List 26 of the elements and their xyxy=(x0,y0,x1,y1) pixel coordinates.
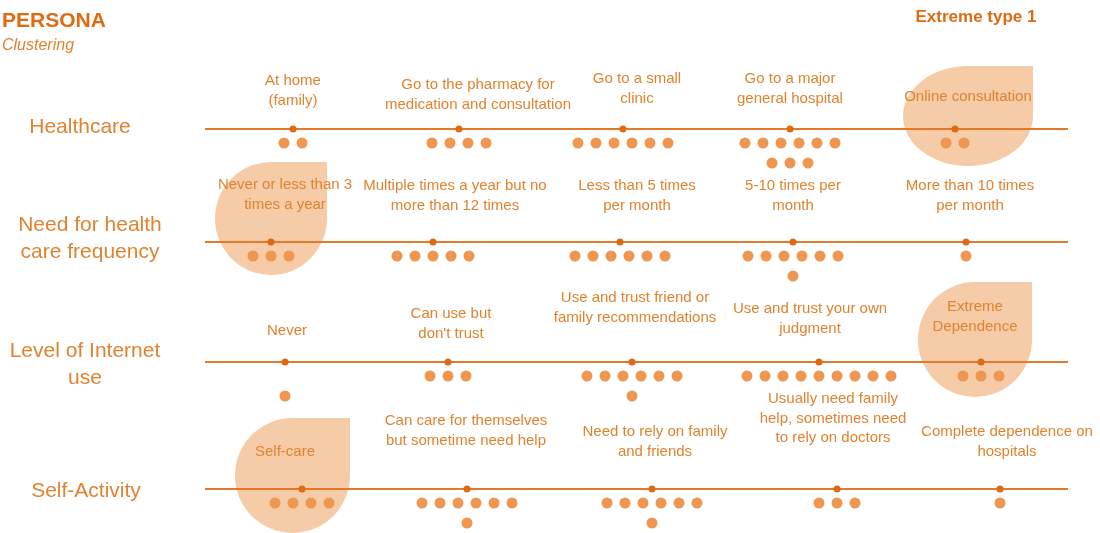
option-label: Can use but don't trust xyxy=(409,303,493,342)
option-label: Use and trust your own judgment xyxy=(731,298,889,337)
option-label: 5-10 times per month xyxy=(744,175,842,214)
row-label: Need for health care frequency xyxy=(17,211,163,265)
option-label: Go to a small clinic xyxy=(591,68,683,107)
subtitle: Clustering xyxy=(2,35,76,55)
title: PERSONA xyxy=(2,7,107,33)
option-label: Use and trust friend or family recommendations xyxy=(552,287,718,326)
option-label: Multiple times a year but no more than 12 times xyxy=(362,175,548,214)
option-label: Self-care xyxy=(254,441,316,461)
option-label: More than 10 times per month xyxy=(905,175,1035,214)
option-label: At home (family) xyxy=(264,70,322,109)
row-label: Level of Internet use xyxy=(8,337,162,391)
type-heading: Extreme type 1 xyxy=(914,6,1038,28)
row-label: Healthcare xyxy=(28,113,132,139)
option-label: Less than 5 times per month xyxy=(577,175,697,214)
option-label: Extreme Dependence xyxy=(931,296,1019,335)
option-label: Never xyxy=(266,320,308,340)
option-label: Need to rely on family and friends xyxy=(581,421,729,460)
row-label: Self-Activity xyxy=(30,477,142,503)
option-label: Go to the pharmacy for medication and consultation xyxy=(384,74,572,113)
option-label: Can care for themselves but sometime need help xyxy=(383,410,549,449)
option-label: Complete dependence on hospitals xyxy=(920,421,1094,460)
drop-shape xyxy=(235,418,350,533)
option-label: Usually need family help, sometimes need to rely on doctors xyxy=(758,388,908,447)
option-label: Go to a major general hospital xyxy=(736,68,844,107)
